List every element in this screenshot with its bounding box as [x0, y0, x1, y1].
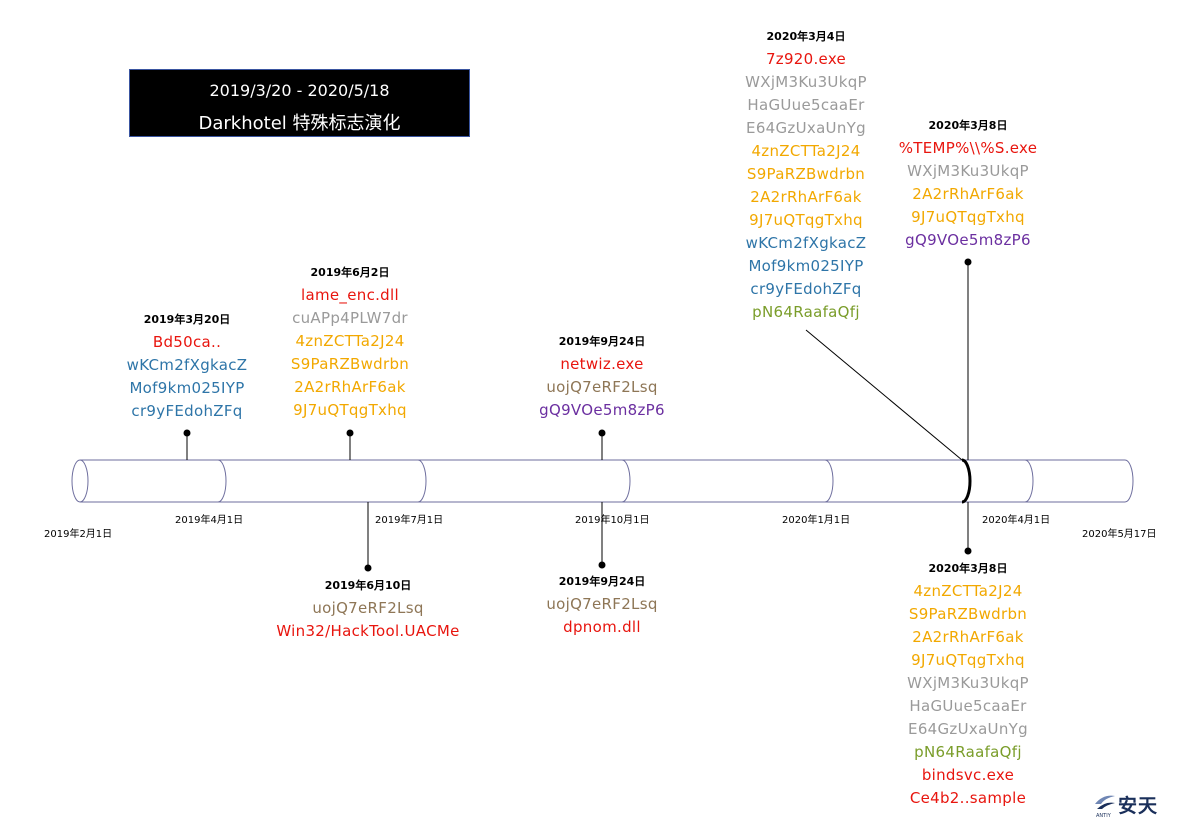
signature-item: 9J7uQTqgTxhq: [293, 401, 407, 419]
signature-item: %TEMP%\\%S.exe: [898, 139, 1038, 157]
pin-dot: [964, 547, 972, 555]
signature-item: gQ9VOe5m8zP6: [539, 401, 665, 419]
tube-divider: [621, 459, 631, 503]
pin-connector: [805, 329, 963, 461]
title-box: 2019/3/20 - 2020/5/18 Darkhotel 特殊标志演化: [129, 69, 470, 137]
event-date: 2019年9月24日: [558, 575, 646, 588]
title-heading: Darkhotel 特殊标志演化: [198, 113, 401, 134]
event-date: 2020年3月4日: [766, 30, 846, 43]
signature-item: S9PaRZBwdrbn: [908, 605, 1028, 623]
signature-item: S9PaRZBwdrbn: [746, 165, 866, 183]
signature-item: lame_enc.dll: [301, 286, 399, 304]
event-block: 2019年3月20日 Bd50ca.. wKCm2fXgkacZ Mof9km025I…: [77, 311, 297, 423]
signature-item: Mof9km025IYP: [129, 379, 245, 397]
axis-label: 2019年2月1日: [44, 529, 113, 540]
title-date-range: 2019/3/20 - 2020/5/18: [209, 81, 390, 100]
signature-item: pN64RaafaQfj: [752, 303, 860, 321]
signature-item: Ce4b2..sample: [909, 789, 1027, 807]
signature-item: cuAPp4PLW7dr: [292, 309, 408, 327]
signature-item: uojQ7eRF2Lsq: [546, 595, 658, 613]
signature-item: cr9yFEdohZFq: [131, 402, 243, 420]
signature-item: gQ9VOe5m8zP6: [905, 231, 1031, 249]
signature-item: dpnom.dll: [563, 618, 641, 636]
signature-item: uojQ7eRF2Lsq: [546, 378, 658, 396]
tube-divider: [217, 459, 227, 503]
tube-divider: [1024, 459, 1034, 503]
event-block: 2019年9月24日 uojQ7eRF2Lsq dpnom.dll: [492, 573, 712, 639]
signature-item: 2A2rRhArF6ak: [912, 628, 1024, 646]
antiy-logo-icon: ANTIY: [1095, 795, 1115, 819]
signature-item: 4znZCTTa2J24: [295, 332, 405, 350]
tube-divider: [417, 459, 427, 503]
pin-dot: [598, 429, 606, 437]
event-date: 2020年3月8日: [928, 119, 1008, 132]
axis-label: 2020年1月1日: [782, 515, 851, 526]
tube-divider: [824, 459, 834, 503]
pin-dot: [964, 258, 972, 266]
signature-item: 9J7uQTqgTxhq: [911, 208, 1025, 226]
axis-label: 2019年4月1日: [175, 515, 244, 526]
signature-item: wKCm2fXgkacZ: [126, 356, 248, 374]
event-date: 2019年9月24日: [558, 335, 646, 348]
signature-item: 9J7uQTqgTxhq: [749, 211, 863, 229]
signature-item: 4znZCTTa2J24: [751, 142, 861, 160]
signature-item: netwiz.exe: [560, 355, 644, 373]
signature-item: uojQ7eRF2Lsq: [312, 599, 424, 617]
timeline-tube-left-cap: [71, 459, 89, 503]
signature-item: WXjM3Ku3UkqP: [745, 73, 867, 91]
signature-item: pN64RaafaQfj: [914, 743, 1022, 761]
signature-item: E64GzUxaUnYg: [746, 119, 866, 137]
pin-dot: [364, 564, 372, 572]
event-date: 2019年6月10日: [324, 579, 412, 592]
pin-dot: [346, 429, 354, 437]
axis-label: 2019年10月1日: [575, 515, 650, 526]
signature-item: Mof9km025IYP: [748, 257, 864, 275]
event-block: 2019年6月2日 lame_enc.dll cuAPp4PLW7dr 4znZCTT…: [240, 264, 460, 422]
tube-divider-marker: [961, 458, 972, 504]
signature-item: S9PaRZBwdrbn: [290, 355, 410, 373]
signature-item: 7z920.exe: [765, 50, 847, 68]
pin-dot: [598, 561, 606, 569]
signature-item: wKCm2fXgkacZ: [745, 234, 867, 252]
signature-item: WXjM3Ku3UkqP: [907, 162, 1029, 180]
signature-item: 4znZCTTa2J24: [913, 582, 1023, 600]
signature-item: 9J7uQTqgTxhq: [911, 651, 1025, 669]
signature-item: Win32/HackTool.UACMe: [276, 622, 460, 640]
pin-dot: [183, 429, 191, 437]
event-date: 2020年3月8日: [928, 562, 1008, 575]
logo-small-text: ANTIY: [1096, 813, 1112, 819]
signature-item: Bd50ca..: [152, 333, 222, 351]
signature-item: bindsvc.exe: [921, 766, 1015, 784]
signature-item: WXjM3Ku3UkqP: [907, 674, 1029, 692]
signature-item: HaGUue5caaEr: [747, 96, 865, 114]
signature-item: 2A2rRhArF6ak: [294, 378, 406, 396]
event-date: 2019年3月20日: [143, 313, 231, 326]
logo-text: 安天: [1118, 795, 1159, 817]
signature-item: E64GzUxaUnYg: [908, 720, 1028, 738]
signature-item: HaGUue5caaEr: [909, 697, 1027, 715]
signature-item: cr9yFEdohZFq: [750, 280, 862, 298]
axis-label: 2020年5月17日: [1082, 529, 1157, 540]
axis-label: 2020年4月1日: [982, 515, 1051, 526]
timeline-tube: [80, 459, 1134, 503]
event-block: 2019年9月24日 netwiz.exe uojQ7eRF2Lsq gQ9VOe5m…: [492, 333, 712, 422]
signature-item: 2A2rRhArF6ak: [912, 185, 1024, 203]
axis-label: 2019年7月1日: [375, 515, 444, 526]
signature-item: 2A2rRhArF6ak: [750, 188, 862, 206]
event-date: 2019年6月2日: [310, 266, 390, 279]
